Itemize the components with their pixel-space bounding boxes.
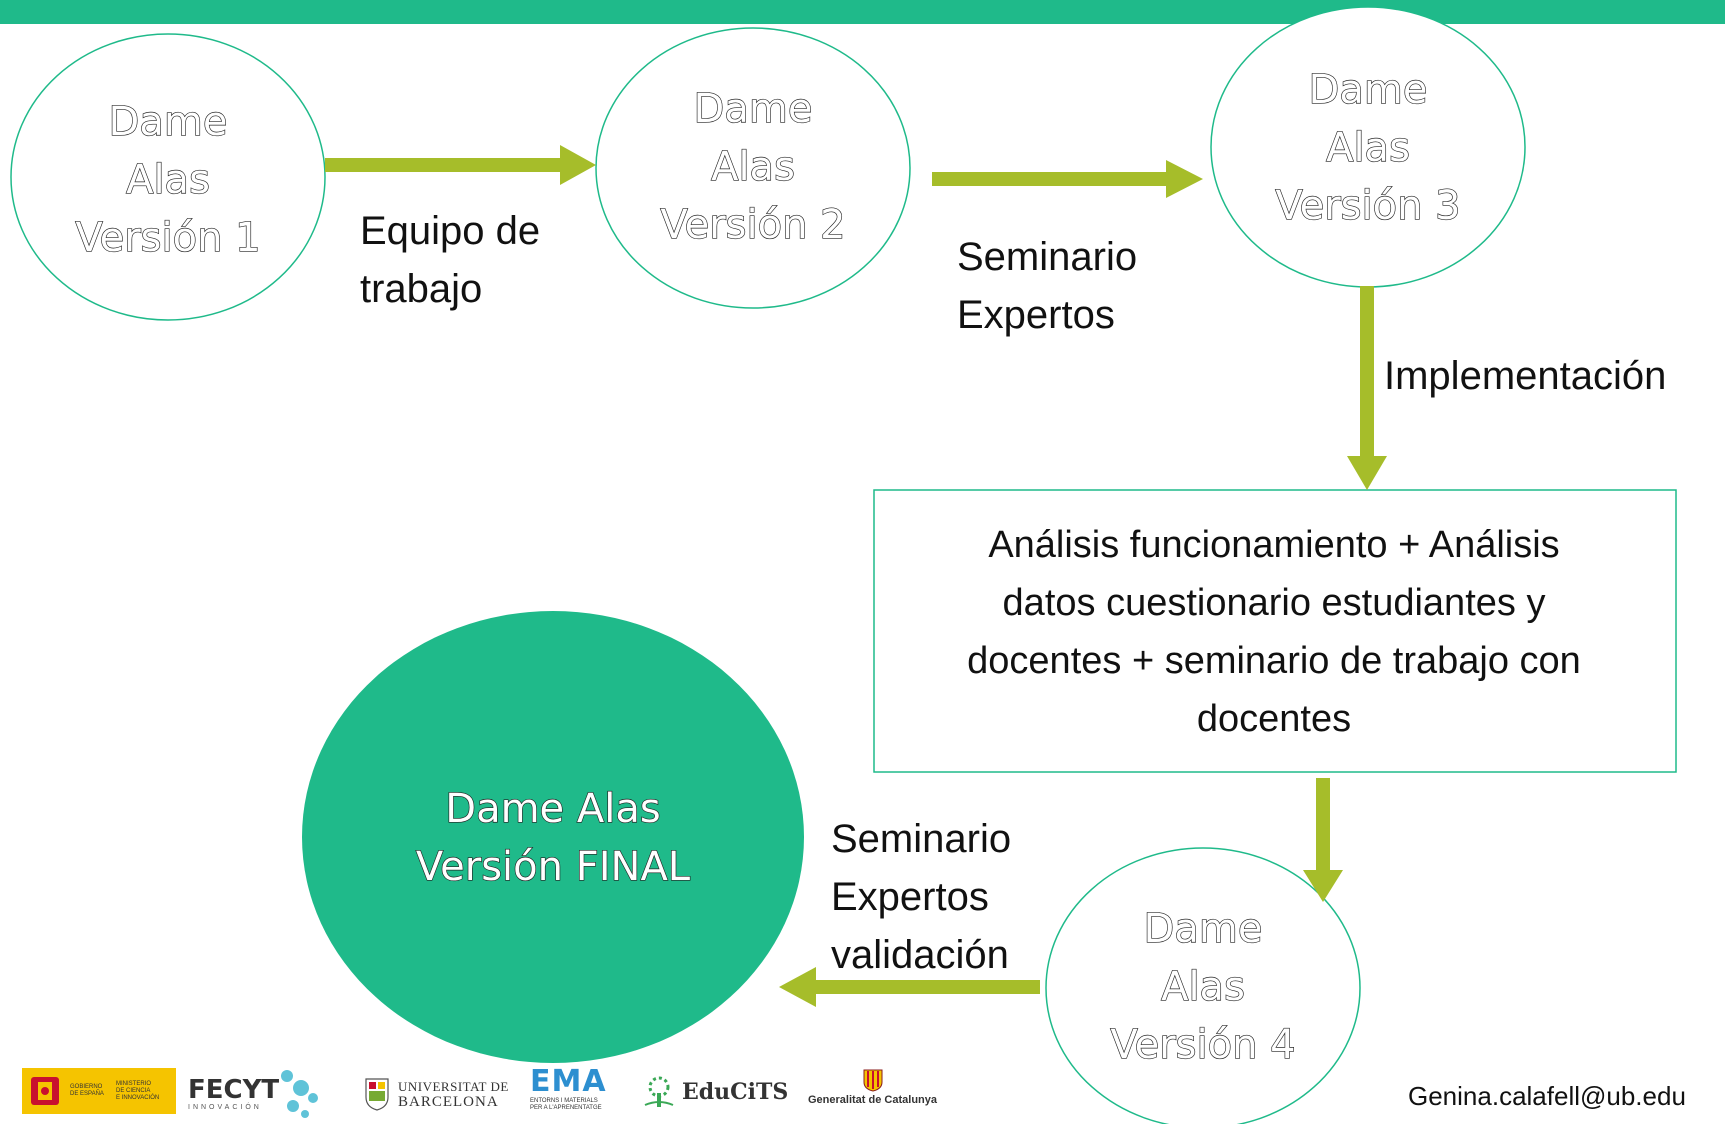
arrow-v2-v3 (932, 160, 1203, 198)
analysis-box-line2: datos cuestionario estudiantes y (1002, 582, 1546, 624)
node-v3-line2: Alas (1325, 124, 1410, 171)
node-v1-circle (10, 33, 326, 321)
logo-gobierno-line2: DE ESPAÑA (70, 1091, 104, 1097)
logo-gobierno-text: GOBIERNO DE ESPAÑA (70, 1084, 108, 1098)
edge-v2-v3-line1: Seminario (957, 235, 1138, 279)
node-final-circle (302, 611, 804, 1063)
node-v1-line1: Dame (108, 98, 228, 145)
logo-ema-sub-line2: PER A L'APRENENTATGE (530, 1105, 602, 1111)
logo-fecyt: FECYT INNOVACIÓN (188, 1068, 319, 1118)
edge-v4-final-line2: Expertos (831, 875, 989, 919)
node-v2-line1: Dame (693, 85, 813, 132)
edge-v3-box-line1: Implementación (1384, 354, 1667, 398)
logo-ema: EMA ENTORNS I MATERIALS PER A L'APRENENT… (530, 1066, 607, 1120)
edge-v1-v2-line2: trabajo (360, 267, 483, 311)
contact-email: Genina.calafell@ub.edu (1408, 1081, 1686, 1111)
logo-ub-line1: UNIVERSITAT DE (398, 1078, 509, 1094)
logo-gobierno-line1: GOBIERNO (70, 1084, 103, 1090)
node-v4-label: Dame Alas Versión 4 (1053, 900, 1353, 1074)
logo-ministerio-line1: MINISTERIO (116, 1080, 152, 1087)
node-v3-line1: Dame (1308, 66, 1428, 113)
edge-v2-v3-line2: Expertos (957, 293, 1115, 337)
edge-v2-v3-label: Seminario Expertos (957, 228, 1137, 344)
logo-ub-line2: BARCELONA (398, 1093, 499, 1110)
node-v1-label: Dame Alas Versión 1 (18, 93, 318, 267)
logo-gobierno-ministerio: GOBIERNO DE ESPAÑA MINISTERIO DE CIENCIA… (22, 1068, 176, 1114)
logo-ministerio-text: MINISTERIO DE CIENCIA E INNOVACIÓN (116, 1081, 159, 1102)
logo-ema-sub-line1: ENTORNS I MATERIALS (530, 1098, 598, 1104)
node-final-line2: Versión FINAL (415, 843, 691, 890)
node-v2-line2: Alas (710, 143, 795, 190)
top-accent-bar (0, 0, 1725, 24)
node-v2-circle (595, 27, 911, 309)
analysis-box-line3: docentes + seminario de trabajo con (967, 640, 1581, 682)
logo-generalitat: Generalitat de Catalunya (808, 1068, 937, 1116)
ub-shield-icon (365, 1078, 389, 1111)
logo-generalitat-text: Generalitat de Catalunya (808, 1094, 937, 1106)
node-final-line1: Dame Alas (445, 785, 662, 832)
analysis-box-text: Análisis funcionamiento + Análisis datos… (876, 516, 1672, 748)
generalitat-senyera-icon (863, 1069, 882, 1092)
node-v4-line2: Alas (1160, 963, 1245, 1010)
node-v2-label: Dame Alas Versión 2 (603, 80, 903, 254)
spain-crest-icon (31, 1077, 59, 1105)
arrow-v3-box (1347, 286, 1387, 490)
educits-tree-icon (644, 1076, 674, 1107)
arrow-v4-final (779, 967, 1040, 1007)
arrow-v1-v2 (325, 145, 596, 185)
logo-ministerio-line3: E INNOVACIÓN (116, 1094, 160, 1101)
logo-fecyt-text: FECYT (188, 1074, 280, 1105)
logo-ema-text: EMA (530, 1064, 607, 1099)
fecyt-molecule-icon (281, 1070, 319, 1118)
logo-educits: EduCiTS (640, 1074, 788, 1110)
node-v3-label: Dame Alas Versión 3 (1218, 61, 1518, 235)
logo-fecyt-sub: INNOVACIÓN (188, 1103, 262, 1111)
logo-educits-text: EduCiTS (682, 1079, 789, 1105)
node-v1-line3: Versión 1 (75, 214, 262, 261)
edge-v1-v2-line1: Equipo de (360, 209, 541, 253)
edge-v4-final-line3: validación (831, 933, 1009, 977)
node-v4-circle (1045, 847, 1361, 1124)
node-final-label: Dame Alas Versión FINAL (353, 780, 753, 896)
arrow-box-v4 (1303, 778, 1343, 902)
analysis-box (873, 489, 1677, 773)
edge-v4-final-label: Seminario Expertos validación (831, 810, 1011, 984)
node-v4-line3: Versión 4 (1110, 1021, 1297, 1068)
node-v3-line3: Versión 3 (1275, 182, 1462, 229)
node-v1-line2: Alas (125, 156, 210, 203)
edge-v1-v2-label: Equipo de trabajo (360, 202, 540, 318)
footer-logos: GOBIERNO DE ESPAÑA MINISTERIO DE CIENCIA… (0, 1060, 1725, 1124)
node-v4-line1: Dame (1143, 905, 1263, 952)
analysis-box-line4: docentes (1196, 698, 1352, 740)
node-v2-line3: Versión 2 (660, 201, 847, 248)
analysis-box-line1: Análisis funcionamiento + Análisis (988, 524, 1560, 566)
logo-universitat-barcelona: UNIVERSITAT DE BARCELONA (364, 1072, 509, 1116)
edge-v4-final-line1: Seminario (831, 817, 1012, 861)
logo-ministerio-line2: DE CIENCIA (116, 1087, 151, 1094)
edge-v3-box-label: Implementación (1384, 347, 1666, 405)
